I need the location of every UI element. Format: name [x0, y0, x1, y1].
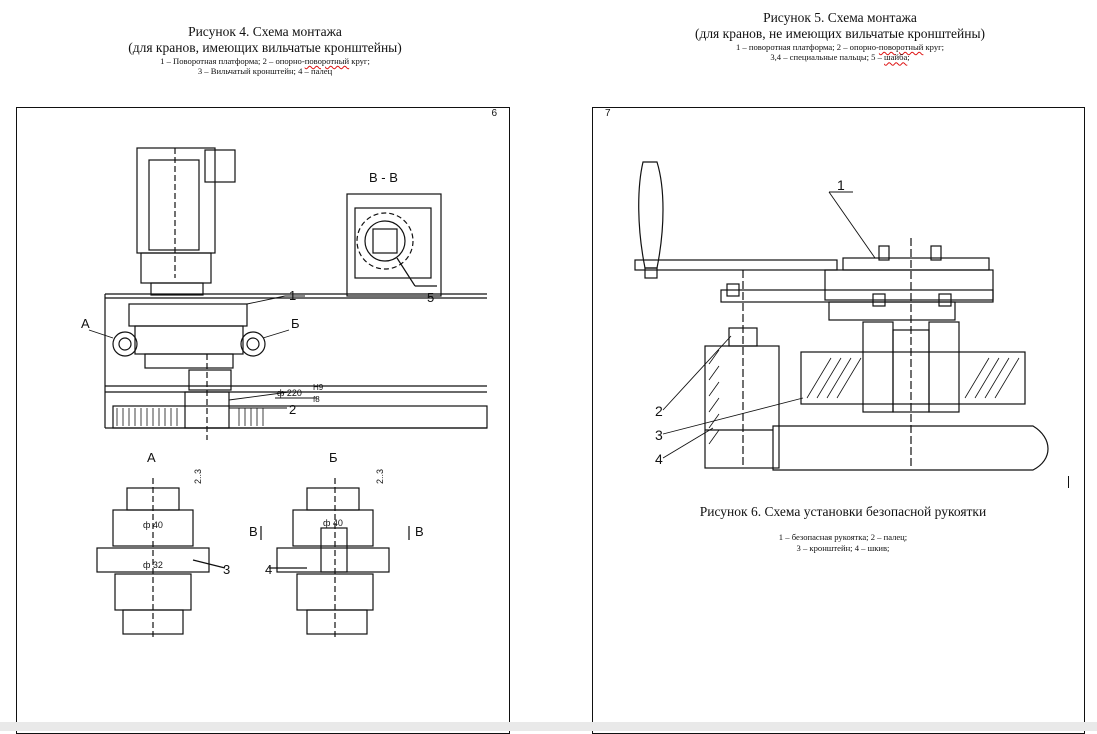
fig6-legend-line1: 1 – безопасная рукоятка; 2 – палец;	[778, 532, 908, 542]
label-a-bottom: А	[147, 450, 156, 465]
page-number: 7	[605, 108, 611, 119]
dim-23a: 2..3	[193, 469, 203, 484]
label-4: 4	[265, 562, 272, 577]
fig4-drawing: В - В 1 А Б 5 ф 220 H9 f8 2 А Б 2..3 2..…	[81, 147, 488, 638]
fig5-legend-line1: 1 – поворотная платформа; 2 – опорно-пов…	[735, 41, 945, 52]
spellcheck-underline: шайба	[884, 52, 908, 63]
fig6-title: Рисунок 6. Схема установки безопасной ру…	[699, 504, 987, 519]
page-number: 6	[491, 108, 497, 119]
spellcheck-underline: поворотный	[304, 55, 350, 66]
fig5-title: Рисунок 5. Схема монтажа	[763, 10, 917, 25]
fig5-drawing: 1 2 3 4	[634, 161, 1049, 471]
window-bottom-bar	[0, 722, 1097, 731]
label-b-top: Б	[291, 316, 300, 331]
fig5-label-2: 2	[655, 403, 663, 419]
fig5-legend-line2: 3,4 – специальные пальцы; 5 – шайба;	[770, 52, 910, 63]
fig5-label-3: 3	[655, 427, 663, 443]
dim-220: ф 220	[277, 388, 302, 398]
fig6-legend-line2: 3 – кронштейн; 4 – шкив;	[796, 542, 890, 553]
page-7-frame: 7	[592, 107, 1085, 734]
fig4-caption: Рисунок 4. Схема монтажа (для кранов, им…	[60, 24, 470, 77]
fig4-legend-line1: 1 – Поворотная платформа; 2 – опорно-пов…	[160, 55, 370, 66]
fig4-title: Рисунок 4. Схема монтажа	[188, 24, 342, 39]
dim-h9: H9	[313, 383, 324, 392]
fig5-label-4: 4	[655, 451, 663, 467]
dim-23b: 2..3	[375, 469, 385, 484]
fig5-subtitle: (для кранов, не имеющих вильчатые кроншт…	[694, 25, 986, 41]
section-mark-b1: В	[249, 524, 258, 539]
label-a-top: А	[81, 316, 90, 331]
label-b-bottom: Б	[329, 450, 338, 465]
fig4-subtitle: (для кранов, имеющих вильчатые кронштейн…	[128, 39, 402, 55]
fig5-caption: Рисунок 5. Схема монтажа (для кранов, не…	[620, 10, 1060, 63]
page-6-frame: 6	[16, 107, 510, 734]
text-cursor	[1068, 476, 1069, 488]
fig6-caption: Рисунок 6. Схема установки безопасной ру…	[633, 504, 1053, 553]
dim-f8: f8	[313, 395, 320, 404]
section-mark-b2: В	[415, 524, 424, 539]
fig4-legend-line2: 3 – Вильчатый кронштейн; 4 – палец	[197, 66, 333, 77]
dim-40b: ф 40	[323, 518, 343, 528]
label-1: 1	[289, 288, 296, 303]
dim-40a: ф 40	[143, 520, 163, 530]
spellcheck-underline: поворотный	[878, 41, 924, 52]
label-2: 2	[289, 402, 296, 417]
label-3: 3	[223, 562, 230, 577]
dim-32: ф 32	[143, 560, 163, 570]
label-section-bb: В - В	[369, 170, 398, 185]
fig5-label-1: 1	[837, 177, 845, 193]
label-5: 5	[427, 290, 434, 305]
